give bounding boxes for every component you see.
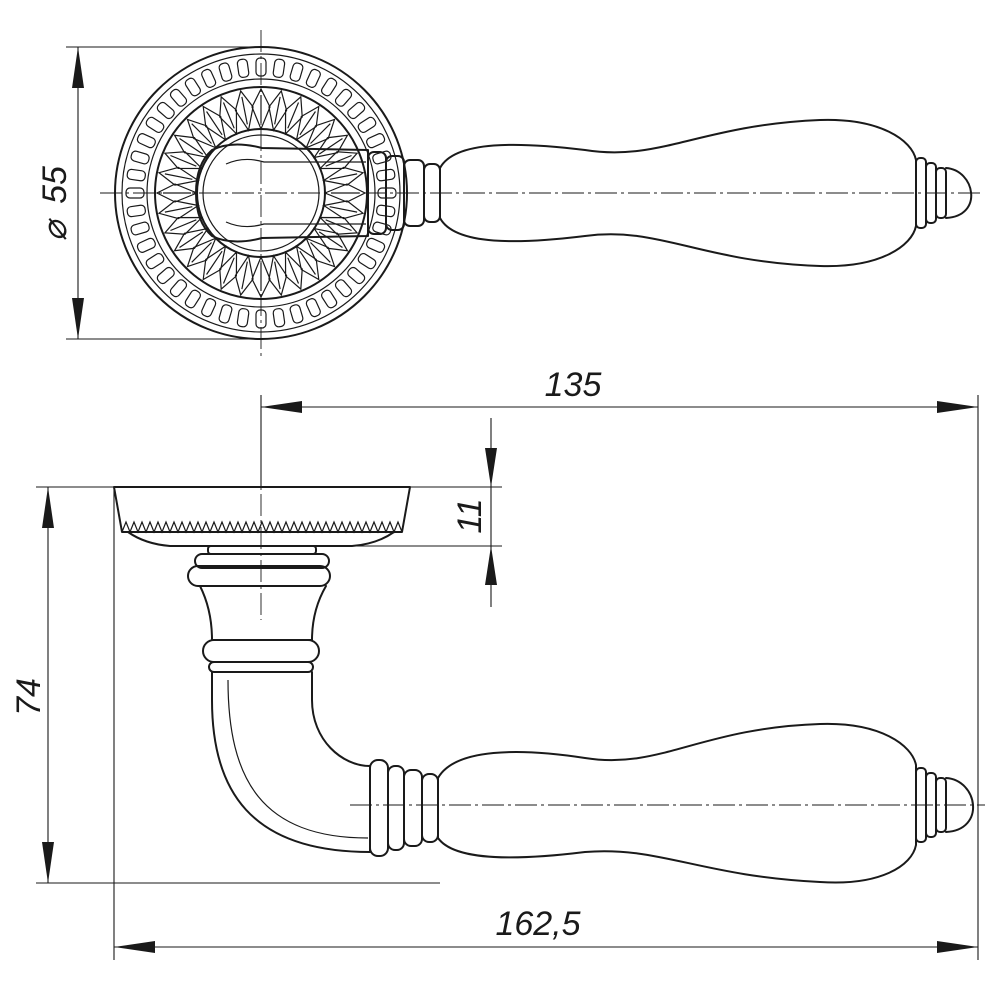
diameter-symbol: ⌀	[36, 217, 74, 241]
dimension-135-value: 135	[545, 366, 602, 404]
lever-arm-side	[211, 671, 371, 853]
collar-side	[187, 553, 331, 673]
side-view: 135 11 74	[10, 366, 985, 960]
lever-grip-side	[437, 722, 917, 884]
dimension-74-value: 74	[10, 678, 48, 716]
dimension-162-5: 162,5	[113, 487, 978, 960]
dimension-11: 11	[316, 418, 502, 607]
dimension-135: 135	[260, 366, 979, 960]
dimension-diameter: ⌀ 55	[36, 46, 255, 340]
dimension-74: 74	[10, 486, 440, 884]
diameter-value: 55	[36, 166, 74, 204]
lever-neck-top	[195, 143, 369, 243]
dimension-11-value: 11	[451, 498, 489, 533]
rosette-side	[113, 486, 411, 555]
dimension-162-5-value: 162,5	[495, 905, 580, 943]
lever-collar-side	[369, 759, 439, 857]
top-view: ⌀ 55	[36, 30, 980, 360]
